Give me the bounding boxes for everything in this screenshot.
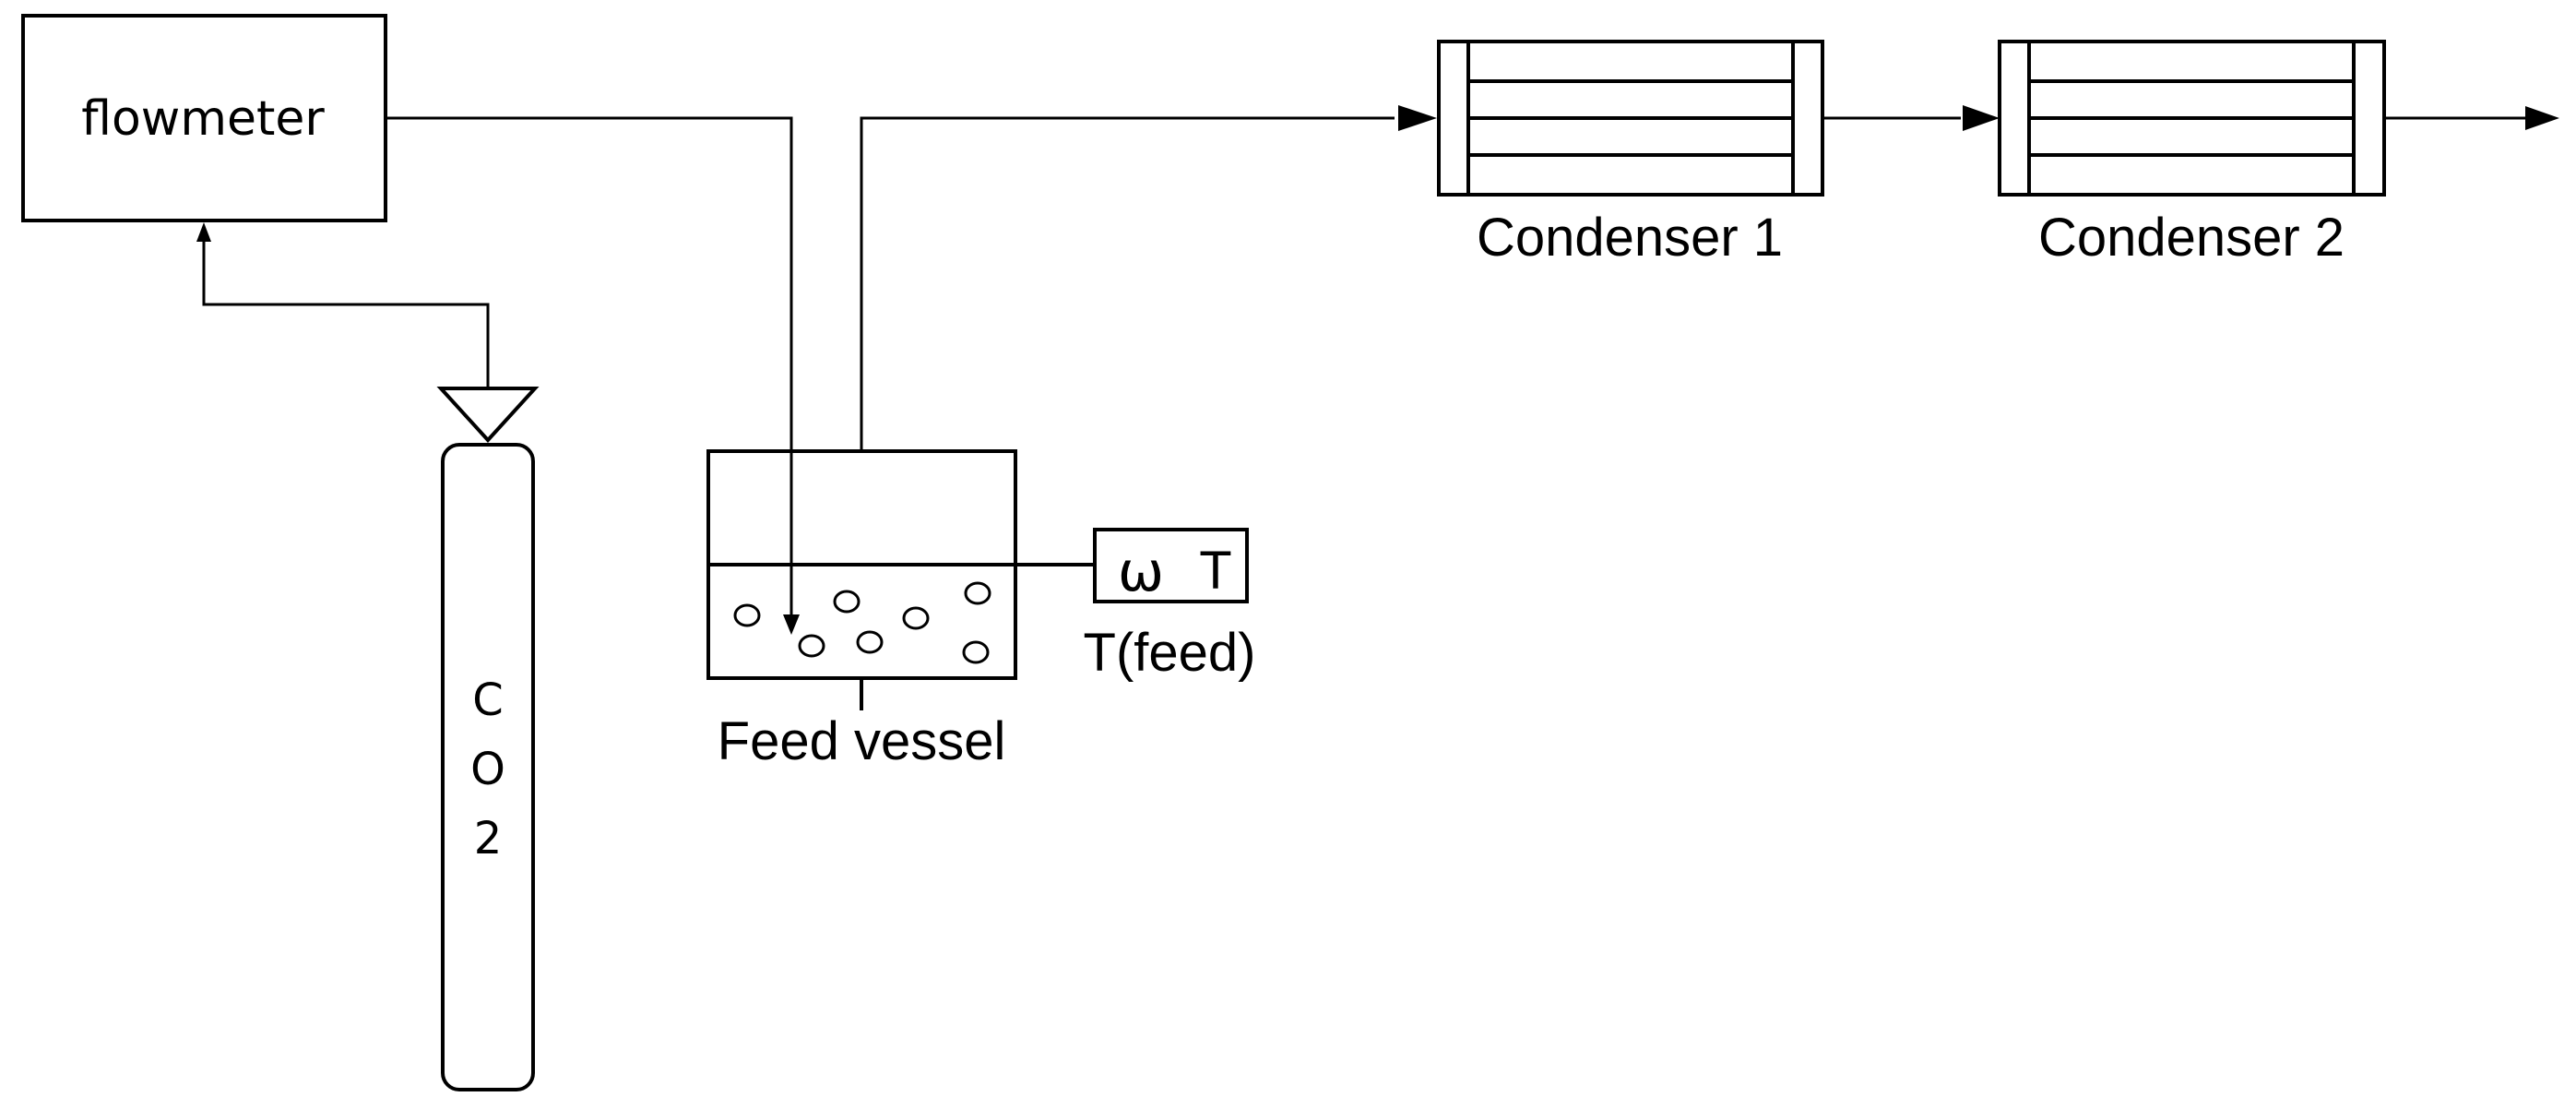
sensor-t-label: T xyxy=(1199,541,1231,601)
thermocouple-icon: ω xyxy=(1118,540,1164,604)
condenser2-inlet-arrow xyxy=(1963,105,2000,131)
feed-vessel-label: Feed vessel xyxy=(718,711,1006,771)
temperature-sensor: ω T T(feed) xyxy=(1014,528,1256,683)
co2-label-c: C xyxy=(472,674,504,726)
t-feed-label: T(feed) xyxy=(1084,623,1256,683)
co2-cylinder: C O 2 xyxy=(436,387,540,1091)
vessel-to-condenser1-line xyxy=(860,116,1395,451)
condenser-1: Condenser 1 xyxy=(1437,40,1824,268)
flowmeter-unit: flowmeter xyxy=(21,14,387,222)
bubble xyxy=(964,581,991,605)
condenser1-inlet-arrow xyxy=(1398,105,1437,131)
co2-to-flowmeter-line xyxy=(202,233,490,388)
cylinder-body xyxy=(441,443,535,1091)
vessel-inlet-arrow xyxy=(783,614,800,635)
outlet-arrow xyxy=(2525,106,2559,130)
bubble xyxy=(833,590,861,614)
feed-vessel: Feed vessel xyxy=(706,449,1017,771)
bubble xyxy=(798,634,825,658)
sensor-box xyxy=(1093,528,1249,603)
bubble xyxy=(856,630,884,654)
bubble xyxy=(733,603,761,627)
flowmeter-label: flowmeter xyxy=(81,91,325,147)
condenser1-label: Condenser 1 xyxy=(1477,208,1783,268)
cylinder-valve xyxy=(436,387,540,443)
co2-label-2: 2 xyxy=(474,813,503,865)
flowmeter-inlet-arrow xyxy=(196,222,211,242)
condenser2-label: Condenser 2 xyxy=(2038,208,2345,268)
co2-label-o: O xyxy=(470,744,505,795)
bubble xyxy=(902,606,930,630)
bubble xyxy=(962,640,990,664)
condenser-2: Condenser 2 xyxy=(1998,40,2386,268)
flowmeter-to-vessel-line xyxy=(386,116,793,616)
